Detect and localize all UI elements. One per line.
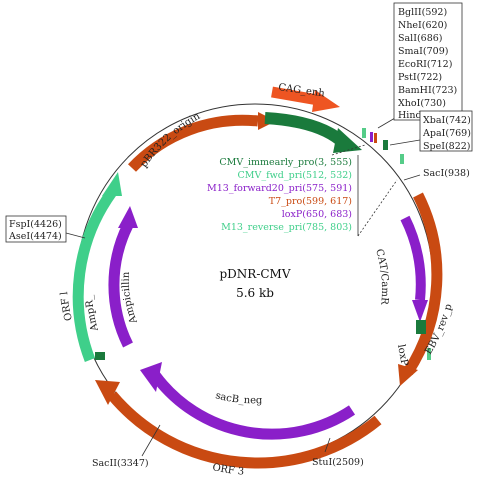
orf-3-arc[interactable]: [107, 391, 382, 469]
stui-connector: [324, 437, 331, 453]
orf-1-arc[interactable]: [403, 192, 443, 376]
plasmid-size: 5.6 kb: [236, 286, 274, 300]
legend-t7-pro[interactable]: T7_pro(599, 617): [269, 196, 352, 207]
orf-3-label: ORF 3: [211, 462, 244, 478]
site-xhoi[interactable]: XhoI(730): [398, 98, 446, 109]
svg-text:CAT/CamR: CAT/CamR: [373, 248, 390, 306]
ampr-pro-marker[interactable]: [95, 352, 105, 360]
saci-connector: [403, 174, 421, 181]
cat-camr-label: CAT/CamR: [373, 248, 390, 306]
site-apai[interactable]: ApaI(769): [422, 128, 471, 139]
site-smai[interactable]: SmaI(709): [398, 46, 448, 57]
sacb-neg-label: sacB_neg: [214, 390, 263, 406]
ampicillin-arrowhead: [118, 206, 138, 228]
site-asei[interactable]: AseI(4474): [8, 231, 62, 242]
legend-cmv-fwd[interactable]: CMV_fwd_pri(512, 532): [238, 170, 352, 181]
cag-enh-arrowhead: [312, 90, 340, 112]
site-bamhi[interactable]: BamHI(723): [398, 85, 457, 96]
site-nhei[interactable]: NheI(620): [398, 20, 447, 31]
site-xbai[interactable]: XbaI(742): [423, 115, 471, 126]
site-sali[interactable]: SalI(686): [398, 33, 443, 44]
mcs-marker-1: [362, 128, 366, 138]
orf-l-arc[interactable]: [72, 188, 117, 362]
mcs-marker-4: [383, 140, 388, 150]
cag-enh-arc[interactable]: [271, 86, 319, 106]
sacii-connector: [141, 424, 161, 457]
mcs-marker-3: [374, 133, 377, 143]
legend-m13-forward[interactable]: M13_forward20_pri(575, 591): [207, 183, 352, 194]
legend-connector-bottom: [357, 179, 398, 237]
ampicillin-label: Ampicillin: [121, 271, 140, 326]
mcs-marker-5: [400, 154, 404, 164]
plasmid-name: pDNR-CMV: [219, 267, 290, 281]
sacb-neg-arrowhead: [140, 362, 162, 392]
mcs2-site-list: XbaI(742) ApaI(769) SpeI(822): [422, 115, 471, 152]
pbr322-origin-arc[interactable]: [127, 114, 259, 172]
cmv-immearly-arc[interactable]: [264, 112, 344, 145]
site-fspi[interactable]: FspI(4426): [9, 219, 62, 230]
orf-3-arrowhead: [95, 380, 120, 405]
orf-l-arrowhead: [102, 172, 122, 196]
mcs-connector: [377, 117, 396, 129]
mcs-marker-2: [370, 132, 373, 142]
fspi-asei-box: [5, 215, 67, 243]
site-saci[interactable]: SacI(938): [423, 168, 470, 179]
mcs2-connector: [389, 139, 421, 146]
legend-loxp[interactable]: loxP(650, 683): [282, 209, 352, 220]
legend-connector-top: [331, 144, 366, 156]
cmv-immearly-arrowhead: [333, 128, 362, 153]
site-psti[interactable]: PstI(722): [398, 72, 442, 83]
mcs2-box: [419, 110, 473, 152]
loxp-label: loxP: [395, 344, 410, 367]
legend-cmv-immearly[interactable]: CMV_immearly_pro(3, 555): [219, 157, 352, 168]
cat-camr-arrowhead: [412, 300, 428, 322]
ampr-pro-label: AmpR_pro: [0, 0, 101, 333]
svg-text:ORF 3: ORF 3: [211, 462, 244, 478]
site-ecori[interactable]: EcoRI(712): [398, 59, 452, 70]
primer-legend: CMV_immearly_pro(3, 555) CMV_fwd_pri(512…: [207, 157, 352, 233]
cat-camr-arc[interactable]: [400, 215, 426, 301]
site-spei[interactable]: SpeI(822): [423, 141, 471, 152]
svg-text:AmpR_pro: AmpR_pro: [0, 0, 101, 333]
mcs-box: [393, 2, 463, 121]
fspi-connector: [65, 232, 86, 239]
svg-text:ORF l: ORF l: [59, 291, 75, 322]
sacb-neg-arc[interactable]: [150, 371, 356, 440]
legend-m13-reverse[interactable]: M13_reverse_pri(785, 803): [221, 222, 352, 233]
loxp-marker[interactable]: [416, 320, 426, 334]
orf-l-label: ORF l: [59, 291, 75, 322]
svg-text:sacB_neg: sacB_neg: [214, 390, 263, 406]
orf-1-arrowhead: [398, 364, 418, 386]
svg-text:Ampicillin: Ampicillin: [121, 271, 140, 326]
site-bglii[interactable]: BglII(592): [398, 7, 447, 18]
ebv-rev-pri-marker[interactable]: [427, 348, 431, 360]
site-sacii[interactable]: SacII(3347): [92, 458, 149, 469]
ampicillin-arc[interactable]: [108, 222, 133, 348]
site-stui[interactable]: StuI(2509): [312, 457, 364, 468]
